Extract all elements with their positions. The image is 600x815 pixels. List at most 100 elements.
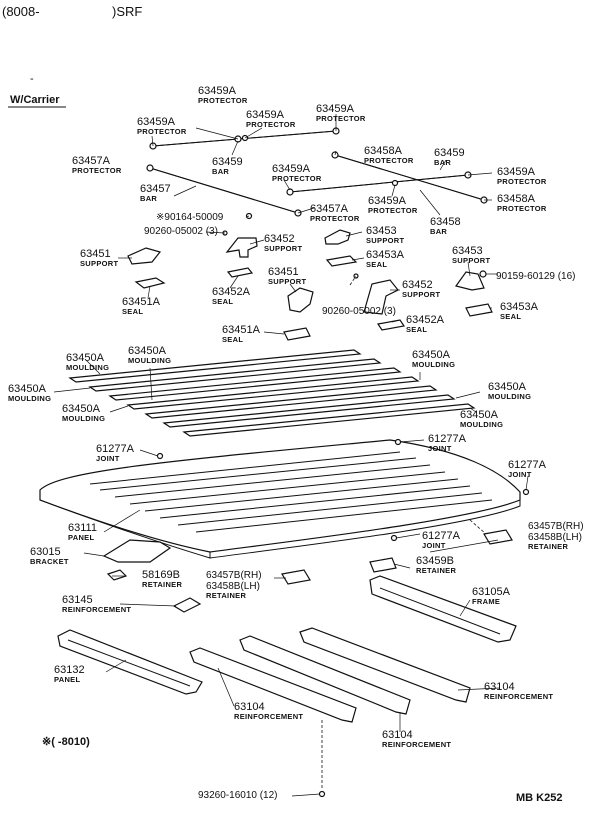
label-p20-part: 63451 bbox=[80, 248, 111, 260]
label-p5-part: 63459 bbox=[212, 156, 243, 168]
label-p11-name: BAR bbox=[140, 194, 157, 203]
label-p38-part: 63450A bbox=[460, 409, 499, 421]
label-p4-part: 63459A bbox=[137, 116, 176, 128]
label-p30-name: SEAL bbox=[406, 325, 427, 334]
mouldings bbox=[68, 349, 476, 437]
bracket-63015 bbox=[102, 539, 172, 563]
label-p42-part: 63111 bbox=[68, 522, 97, 534]
seal-63452a-right bbox=[376, 319, 406, 331]
label-p48-name: RETAINER bbox=[142, 580, 182, 589]
label-p23-part: 90159-60129 (16) bbox=[496, 271, 576, 282]
label-p16-name: BAR bbox=[430, 227, 447, 236]
label-p51-name: REINFORCEMENT bbox=[62, 605, 131, 614]
bolt-90159 bbox=[479, 270, 487, 278]
label-p10-part: 63459A bbox=[497, 166, 536, 178]
label-p37-part: 63450A bbox=[62, 403, 101, 415]
roof-panel bbox=[39, 439, 521, 559]
label-p9-part: 63459A bbox=[272, 163, 311, 175]
label-p47-part: 63459B bbox=[416, 555, 454, 567]
label-p9-name: PROTECTOR bbox=[272, 174, 322, 183]
panel-63132 bbox=[57, 629, 203, 695]
retainer-63457b-left bbox=[281, 569, 311, 585]
label-p24-part: 63451 bbox=[268, 266, 299, 278]
label-p28-name: SEAL bbox=[500, 312, 521, 321]
support-63453-right bbox=[454, 271, 485, 291]
label-p55-name: REINFORCEMENT bbox=[234, 712, 303, 721]
label-p54-part: 63104 bbox=[484, 681, 515, 693]
label-p43-name: JOINT bbox=[422, 541, 446, 550]
label-p3-part: 63459A bbox=[316, 103, 355, 115]
label-p14-name: PROTECTOR bbox=[310, 214, 360, 223]
label-p52-part: 63105A bbox=[472, 586, 511, 598]
label-p19-name: SUPPORT bbox=[366, 236, 404, 245]
label-p6-part: 63458A bbox=[364, 145, 403, 157]
label-p31-name: SEAL bbox=[222, 335, 243, 344]
label-p47-name: RETAINER bbox=[416, 566, 456, 575]
seal-63451a-left bbox=[134, 277, 166, 289]
label-p22-name: SUPPORT bbox=[452, 256, 490, 265]
label-p5-name: BAR bbox=[212, 167, 229, 176]
label-p38-name: MOULDING bbox=[460, 420, 503, 429]
label-p50-part: 63458B(LH) bbox=[206, 581, 260, 592]
label-p57-part: 93260-16010 (12) bbox=[198, 790, 278, 801]
label-p34-part: 63450A bbox=[412, 349, 451, 361]
label-p22-part: 63453 bbox=[452, 245, 483, 257]
label-p30-part: 63452A bbox=[406, 314, 445, 326]
footnote: ※( -8010) bbox=[42, 736, 90, 748]
label-p37-name: MOULDING bbox=[62, 414, 105, 423]
label-p10-name: PROTECTOR bbox=[497, 177, 547, 186]
diagram-drawing: (8008- )SRF - W/Carrier bbox=[2, 4, 584, 804]
label-p33-part: 63450A bbox=[128, 345, 167, 357]
label-p7-part: 63459 bbox=[434, 147, 465, 159]
supports-and-seals bbox=[127, 212, 493, 341]
label-p7-name: BAR bbox=[434, 158, 451, 167]
support-63452 bbox=[225, 237, 258, 258]
header-suffix: )SRF bbox=[112, 4, 142, 19]
retainer-63459b bbox=[369, 557, 397, 573]
label-p39-name: JOINT bbox=[96, 454, 120, 463]
label-p27-part: 63451A bbox=[122, 296, 161, 308]
label-p44-part: 63457B(RH) bbox=[528, 521, 584, 532]
header-dash: - bbox=[30, 73, 34, 85]
label-p41-part: 61277A bbox=[508, 459, 547, 471]
label-p8-part: 63457A bbox=[72, 155, 111, 167]
label-p36-name: MOULDING bbox=[488, 392, 531, 401]
label-p21-part: 63453A bbox=[366, 249, 405, 261]
label-p16-part: 63458 bbox=[430, 216, 461, 228]
label-p53-name: PANEL bbox=[54, 675, 80, 684]
label-p51-part: 63145 bbox=[62, 594, 93, 606]
label-p19-part: 63453 bbox=[366, 225, 397, 237]
label-p8-name: PROTECTOR bbox=[72, 166, 122, 175]
reinforcement-63145 bbox=[172, 597, 202, 613]
label-p36-part: 63450A bbox=[488, 381, 527, 393]
label-p29-part: 90260-05002 (3) bbox=[322, 306, 396, 317]
label-p2-name: PROTECTOR bbox=[246, 120, 296, 129]
label-p12-name: PROTECTOR bbox=[368, 206, 418, 215]
label-p32-name: MOULDING bbox=[66, 363, 109, 372]
label-p11-part: 63457 bbox=[140, 183, 171, 195]
label-p1-part: 63459A bbox=[198, 85, 237, 97]
label-p32-part: 63450A bbox=[66, 352, 105, 364]
label-p26-name: SUPPORT bbox=[402, 290, 440, 299]
label-p40-name: JOINT bbox=[428, 444, 452, 453]
label-p25-name: SEAL bbox=[212, 297, 233, 306]
label-p18-name: SUPPORT bbox=[264, 244, 302, 253]
support-63453-left bbox=[324, 229, 351, 245]
seal-63451a-mid bbox=[283, 327, 311, 341]
label-p13-part: 63458A bbox=[497, 193, 536, 205]
label-p1-name: PROTECTOR bbox=[198, 96, 248, 105]
label-p49-part: 63457B(RH) bbox=[206, 570, 262, 581]
label-p15-part: ※90164-50009 bbox=[156, 212, 224, 223]
label-p4-name: PROTECTOR bbox=[137, 127, 187, 136]
label-p48-part: 58169B bbox=[142, 569, 180, 581]
label-p25-part: 63452A bbox=[212, 286, 251, 298]
support-63451-left bbox=[127, 247, 162, 265]
label-p33-name: MOULDING bbox=[128, 356, 171, 365]
label-p56-name: REINFORCEMENT bbox=[382, 740, 451, 749]
label-p17-part: 90260-05002 (3) bbox=[144, 226, 218, 237]
header-range: (8008- bbox=[2, 4, 40, 19]
label-p28-part: 63453A bbox=[500, 301, 539, 313]
label-p52-name: FRAME bbox=[472, 597, 500, 606]
label-p54-name: REINFORCEMENT bbox=[484, 692, 553, 701]
label-p2-part: 63459A bbox=[246, 109, 285, 121]
